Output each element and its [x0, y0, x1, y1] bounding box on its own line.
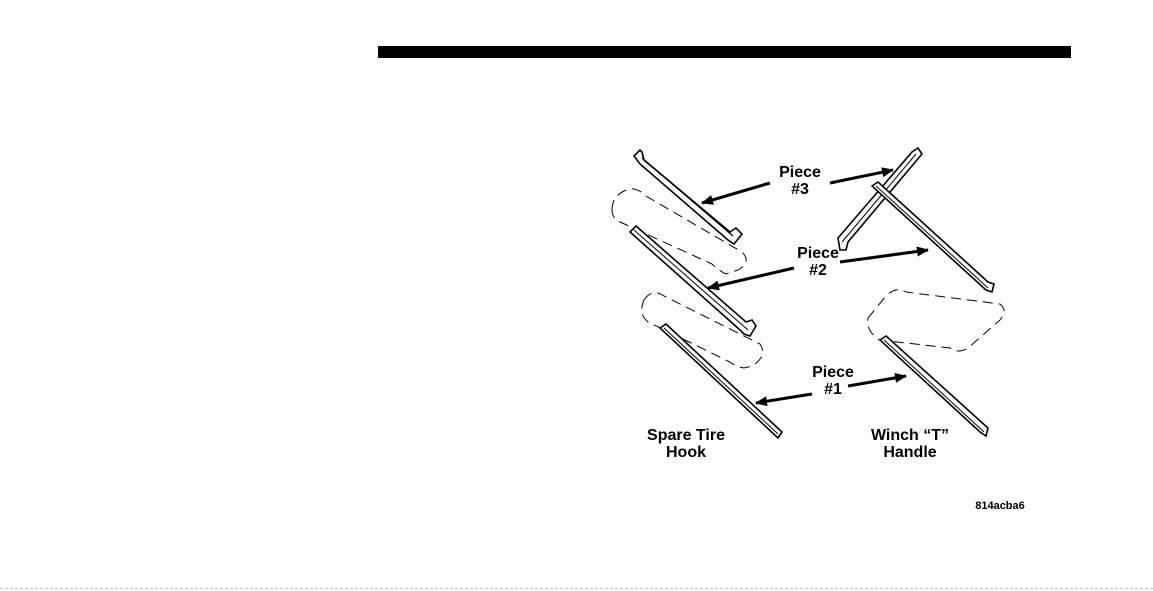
arrow-piece3-right — [830, 170, 893, 183]
label-spare-tire-line2: Hook — [666, 444, 706, 461]
label-piece3-line1: Piece — [779, 164, 821, 181]
label-piece2-line2: #2 — [809, 262, 827, 279]
label-piece2-line1: Piece — [797, 245, 839, 262]
figure-image-code: 814acba6 — [975, 500, 1025, 512]
arrow-piece3-left — [702, 183, 770, 203]
label-piece3-line2: #3 — [791, 181, 809, 198]
arrow-piece1-right — [848, 376, 906, 386]
label-winch-line2: Handle — [883, 444, 936, 461]
right-piece-3-t-bar — [838, 148, 922, 250]
label-spare-tire-line1: Spare Tire — [647, 427, 725, 444]
label-winch-line1: Winch “T” — [871, 427, 949, 444]
label-piece1-line2: #1 — [824, 381, 842, 398]
right-piece-1-rod — [880, 336, 988, 436]
right-piece-2-rod — [872, 182, 994, 292]
page-bottom-edge — [0, 588, 1153, 590]
label-piece1-line1: Piece — [812, 364, 854, 381]
arrow-piece2-right — [840, 250, 928, 262]
arrow-piece1-left — [756, 394, 812, 403]
left-piece-1-rod — [660, 324, 782, 438]
